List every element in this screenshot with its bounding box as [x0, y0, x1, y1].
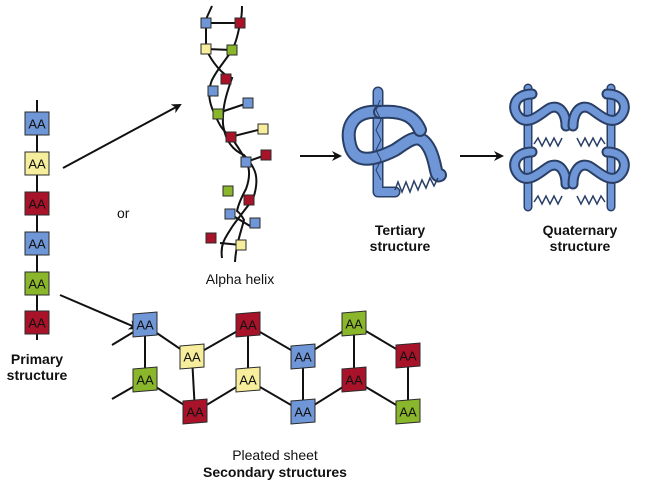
- arrow-to-alpha-helix: [62, 104, 182, 169]
- residue-box: [235, 366, 261, 393]
- or-label: or: [117, 205, 130, 221]
- sheet-bottom-residue: AA: [395, 398, 421, 425]
- tertiary-structure-label: Tertiary structure: [350, 222, 450, 254]
- residue-label: AA: [399, 349, 417, 364]
- helix-residue: [212, 108, 224, 120]
- residue-box: [341, 366, 367, 393]
- subunit: [567, 88, 630, 148]
- sheet-bottom-residue: AA: [235, 366, 261, 393]
- residue-box: [395, 342, 421, 369]
- residue-label: AA: [186, 405, 204, 420]
- helix-residue: [225, 131, 237, 143]
- helix-residue: [240, 156, 252, 168]
- residue-label: AA: [345, 373, 363, 388]
- helix-residue: [200, 43, 212, 55]
- sheet-top-residue: AA: [179, 343, 205, 370]
- quaternary-label-line2: structure: [549, 238, 611, 254]
- residue-box: [179, 343, 205, 370]
- primary-structure-chain: AA AA AA AA AA AA: [24, 100, 50, 340]
- residue-box: [24, 271, 50, 296]
- residue-box: [290, 398, 316, 425]
- residue-label: AA: [294, 405, 312, 420]
- residue-label: AA: [239, 373, 257, 388]
- helix-residue: [220, 73, 232, 85]
- primary-residue: AA: [24, 231, 50, 256]
- secondary-structures-label: Secondary structures: [203, 464, 347, 480]
- helix-residue: [242, 97, 254, 109]
- sheet-bottom-residue: AA: [290, 398, 316, 425]
- primary-residue: AA: [24, 271, 50, 296]
- sheet-bottom-residue: AA: [132, 366, 158, 393]
- residue-box: [24, 111, 50, 136]
- residue-box: [24, 231, 50, 256]
- residue-label: AA: [28, 237, 46, 252]
- residue-box: [235, 311, 261, 338]
- residue-label: AA: [136, 373, 154, 388]
- residue-label: AA: [28, 117, 46, 132]
- residue-box: [132, 311, 158, 338]
- sheet-bottom-residue: AA: [182, 398, 208, 425]
- residue-box: [24, 310, 50, 335]
- tertiary-label-line2: structure: [369, 238, 431, 254]
- residue-label: AA: [294, 350, 312, 365]
- sheet-top-residue: AA: [395, 342, 421, 369]
- primary-structure-label: Primary structure: [0, 351, 74, 383]
- residue-box: [24, 151, 50, 176]
- pleated-sheet: AA AA AA AA AA AA AA AA AA AA AA AA: [111, 310, 421, 425]
- helix-residue: [234, 17, 246, 29]
- tertiary-structure-shape: [341, 86, 447, 198]
- residue-label: AA: [28, 316, 46, 331]
- residue-label: AA: [399, 405, 417, 420]
- sheet-top-residue: AA: [341, 310, 367, 337]
- sheet-top-residue: AA: [235, 311, 261, 338]
- subunit: [509, 146, 572, 206]
- residue-label: AA: [345, 317, 363, 332]
- primary-label-line2: structure: [6, 367, 68, 383]
- quaternary-structure-shape: [509, 83, 630, 212]
- helix-residue: [260, 149, 272, 161]
- primary-residue: AA: [24, 191, 50, 216]
- helix-residue: [224, 208, 236, 220]
- helix-residue: [222, 185, 234, 197]
- alpha-helix-label: Alpha helix: [205, 271, 275, 287]
- residue-label: AA: [183, 350, 201, 365]
- residue-box: [182, 398, 208, 425]
- residue-label: AA: [28, 157, 46, 172]
- alpha-helix: [200, 5, 272, 263]
- sheet-top-residue: AA: [132, 311, 158, 338]
- helix-residue: [235, 239, 247, 251]
- helix-residue: [257, 123, 269, 135]
- residue-box: [395, 398, 421, 425]
- primary-residue: AA: [24, 151, 50, 176]
- quaternary-label-line1: Quaternary: [542, 222, 618, 238]
- residue-box: [341, 310, 367, 337]
- sheet-bottom-residue: AA: [341, 366, 367, 393]
- helix-residue: [249, 217, 261, 229]
- residue-label: AA: [136, 318, 154, 333]
- subunit: [567, 146, 630, 206]
- sheet-top-residue: AA: [290, 343, 316, 370]
- arrow-to-pleated-sheet: [59, 294, 139, 330]
- helix-residue: [207, 85, 219, 97]
- primary-label-line1: Primary: [10, 351, 64, 367]
- residue-label: AA: [28, 197, 46, 212]
- pleated-sheet-label: Pleated sheet: [232, 447, 318, 463]
- residue-label: AA: [28, 277, 46, 292]
- helix-residue: [200, 17, 212, 29]
- residue-label: AA: [239, 318, 257, 333]
- subunit: [509, 88, 572, 148]
- helix-residue: [226, 44, 238, 56]
- quaternary-structure-label: Quaternary structure: [525, 222, 635, 254]
- primary-residue: AA: [24, 111, 50, 136]
- tertiary-label-line1: Tertiary: [374, 222, 426, 238]
- residue-box: [132, 366, 158, 393]
- primary-residue: AA: [24, 310, 50, 335]
- helix-residue: [243, 194, 255, 206]
- helix-residue: [205, 232, 217, 244]
- residue-box: [24, 191, 50, 216]
- residue-box: [290, 343, 316, 370]
